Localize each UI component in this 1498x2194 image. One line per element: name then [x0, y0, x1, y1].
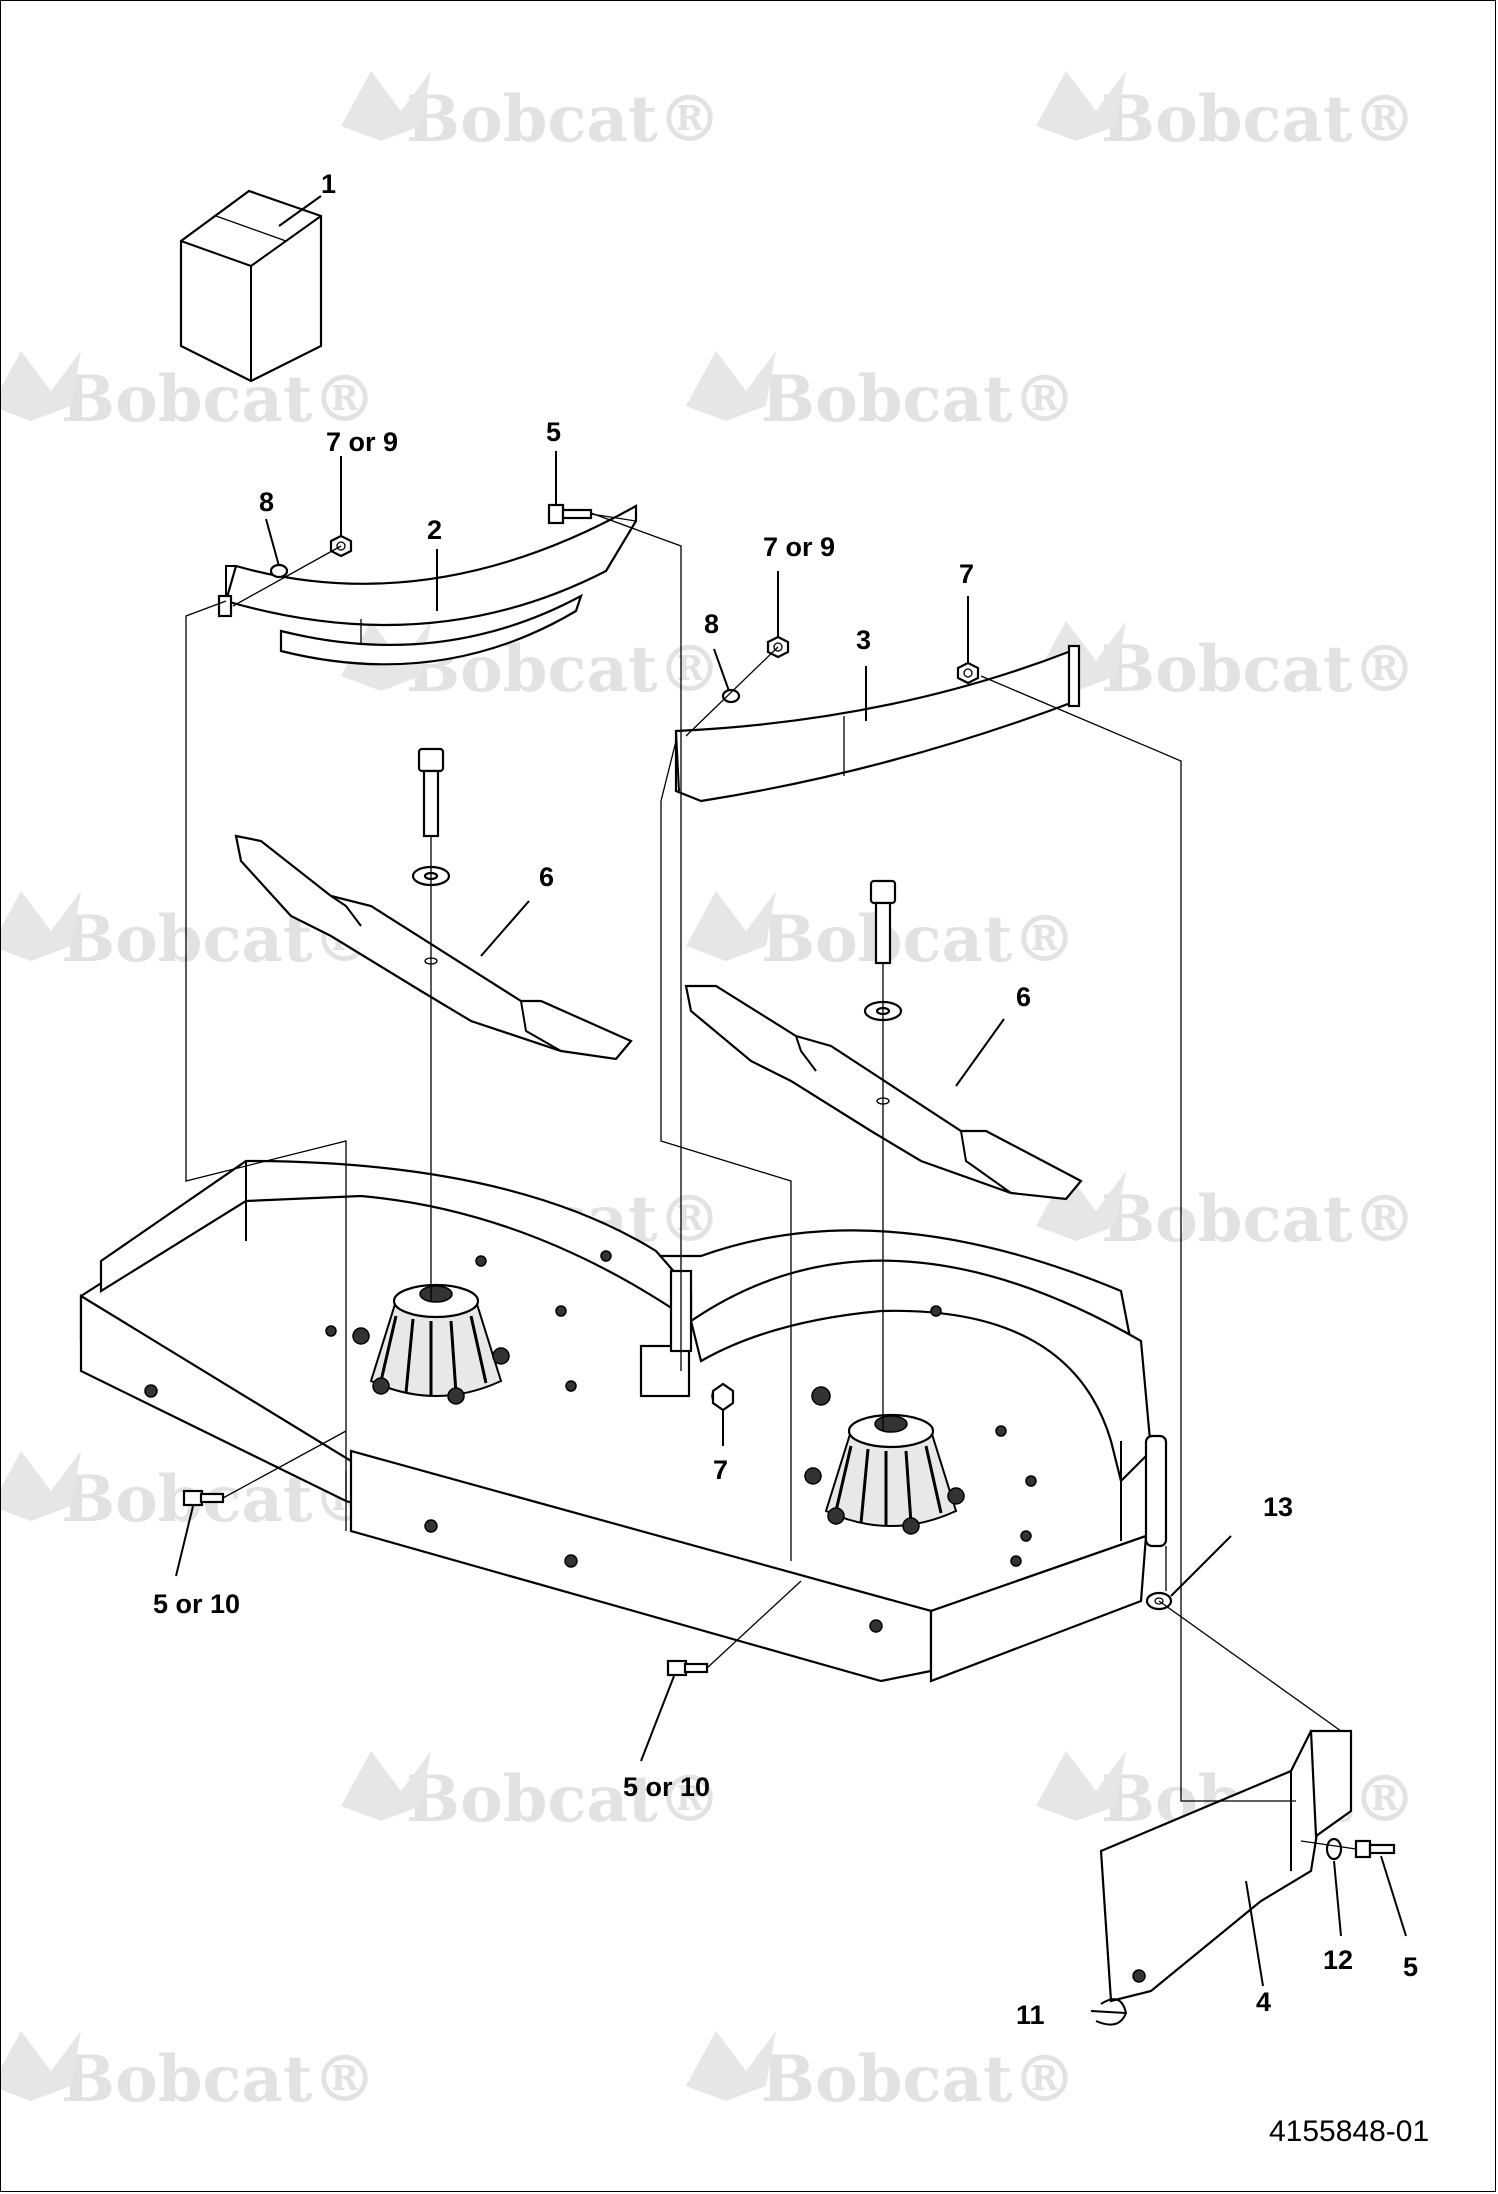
callout-5-right: 5: [1403, 1952, 1418, 1982]
bolt-5-top: [547, 503, 593, 525]
callout-1: 1: [321, 169, 336, 199]
assembly-lines: [185, 512, 1357, 1850]
callout-labels: 1 5 7 or 9 8 2 7 or 9 8 3 7 6 6 7 5 or 1…: [153, 169, 1429, 2148]
part-right-baffle: [674, 644, 1081, 803]
watermark-text: Bobcat®: [406, 1762, 722, 1837]
nut-right-b: [956, 661, 980, 685]
callout-5-top: 5: [546, 417, 561, 447]
watermark-text: Bobcat®: [761, 2042, 1077, 2117]
watermark-text: Bobcat®: [1101, 632, 1417, 707]
callout-7-or-9-right: 7 or 9: [763, 532, 835, 562]
callout-6-right: 6: [1016, 982, 1031, 1012]
watermark-text: Bobcat®: [61, 2042, 377, 2117]
watermark-text: Bobcat®: [1101, 82, 1417, 157]
callout-7-top-right: 7: [959, 559, 974, 589]
part-right-spindle: [804, 1413, 965, 1535]
callout-13: 13: [1263, 1492, 1293, 1522]
watermark-text: Bobcat®: [761, 902, 1077, 977]
part-left-spindle: [352, 1283, 510, 1405]
drawing-part-number: 4155848-01: [1269, 2115, 1429, 2148]
part-discharge-deflector: [1099, 1729, 1353, 2003]
callout-8-left: 8: [259, 487, 274, 517]
watermark-layer: Bobcat® Bobcat® Bobcat® Bobcat® Bobcat® …: [1, 71, 1417, 2117]
bolt-5-or-10-center: [666, 1659, 709, 1677]
callout-7-deck: 7: [713, 1455, 728, 1485]
callout-7-or-9-left: 7 or 9: [326, 427, 398, 457]
callout-2: 2: [427, 515, 442, 545]
bolt-5-or-10-left: [182, 1489, 225, 1507]
callout-11: 11: [1016, 2000, 1045, 2030]
callout-12: 12: [1323, 1945, 1353, 1975]
callout-8-right: 8: [704, 609, 719, 639]
callout-5-or-10-left: 5 or 10: [153, 1589, 240, 1619]
watermark-text: Bobcat®: [761, 362, 1077, 437]
part-mower-deck: [79, 1159, 1168, 1683]
part-left-blade: [234, 834, 633, 1061]
callout-6-left: 6: [539, 862, 554, 892]
hardware-items: [182, 503, 1396, 2026]
watermark-text: Bobcat®: [406, 82, 722, 157]
part-kit-box: [179, 189, 323, 383]
watermark-text: Bobcat®: [61, 362, 377, 437]
callout-3: 3: [856, 625, 871, 655]
callout-4: 4: [1256, 1987, 1271, 2017]
leader-lines: [175, 195, 1407, 1987]
callout-5-or-10-center: 5 or 10: [623, 1772, 710, 1802]
watermark-text: Bobcat®: [1101, 1182, 1417, 1257]
part-left-baffle: [217, 504, 638, 666]
